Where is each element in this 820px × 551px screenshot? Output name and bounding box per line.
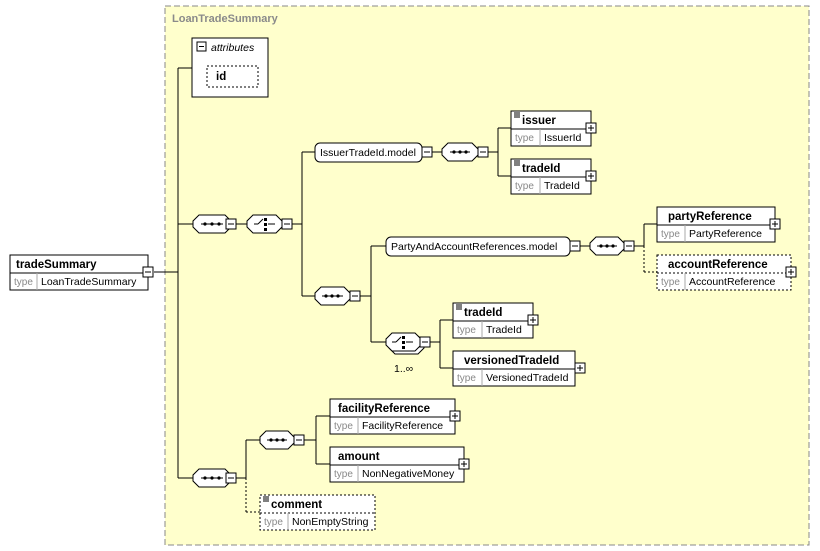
expand-icon[interactable] xyxy=(458,458,470,470)
sequence-compositor-6[interactable] xyxy=(259,430,305,450)
attribute-id: id xyxy=(216,71,226,83)
type-label: type xyxy=(334,421,353,432)
type-label: type xyxy=(661,229,680,240)
expand-icon[interactable] xyxy=(574,362,586,374)
element-type: TradeId xyxy=(486,324,522,336)
element-name: tradeId xyxy=(464,307,502,319)
element-name: accountReference xyxy=(668,259,768,271)
element-type: NonEmptyString xyxy=(292,516,369,528)
element-issuer[interactable]: issuer type IssuerId xyxy=(510,110,597,147)
type-label: type xyxy=(334,469,353,480)
expand-icon[interactable] xyxy=(769,218,781,230)
collapse-icon[interactable] xyxy=(196,41,207,52)
type-label: type xyxy=(264,517,283,528)
expand-icon[interactable] xyxy=(449,410,461,422)
type-label: type xyxy=(14,277,33,288)
element-type: TradeId xyxy=(544,180,580,192)
type-label: type xyxy=(661,277,680,288)
element-type: PartyReference xyxy=(689,228,762,240)
element-type: IssuerId xyxy=(544,132,582,144)
sequence-compositor-2[interactable] xyxy=(441,142,489,162)
element-name: comment xyxy=(271,499,322,511)
root-element-trade-summary[interactable]: tradeSummary type LoanTradeSummary xyxy=(9,254,154,291)
element-name: facilityReference xyxy=(338,403,430,415)
element-name: issuer xyxy=(522,115,556,127)
element-facility-reference[interactable]: facilityReference type FacilityReference xyxy=(329,398,461,435)
element-account-reference[interactable]: accountReference type AccountReference xyxy=(656,254,797,291)
element-name: versionedTradeId xyxy=(464,355,559,367)
issuer-tradeid-model[interactable]: IssuerTradeId.model xyxy=(314,142,433,163)
element-type: LoanTradeSummary xyxy=(41,276,137,288)
sequence-compositor-3[interactable] xyxy=(314,286,361,306)
type-label: type xyxy=(515,181,534,192)
expand-icon[interactable] xyxy=(785,266,797,278)
element-name: tradeSummary xyxy=(16,259,97,271)
element-amount[interactable]: amount type NonNegativeMoney xyxy=(329,446,470,483)
cardinality-label: 1..∞ xyxy=(394,363,413,375)
element-type: FacilityReference xyxy=(362,420,443,432)
type-label: type xyxy=(515,133,534,144)
element-party-reference[interactable]: partyReference type PartyReference xyxy=(656,206,781,243)
attributes-label: attributes xyxy=(211,42,255,54)
collapse-icon[interactable] xyxy=(142,266,154,278)
choice-compositor-2[interactable]: 1..∞ xyxy=(385,332,431,375)
element-type: NonNegativeMoney xyxy=(362,468,455,480)
party-account-references-model[interactable]: PartyAndAccountReferences.model xyxy=(385,236,581,257)
connector-lines xyxy=(154,67,657,513)
sequence-compositor-4[interactable] xyxy=(589,236,635,256)
choice-compositor-1[interactable] xyxy=(246,214,293,234)
model-name: PartyAndAccountReferences.model xyxy=(391,241,557,253)
type-label: type xyxy=(457,325,476,336)
element-type: VersionedTradeId xyxy=(486,372,569,384)
element-versioned-trade-id[interactable]: versionedTradeId type VersionedTradeId xyxy=(452,350,586,387)
expand-icon[interactable] xyxy=(585,170,597,182)
expand-icon[interactable] xyxy=(585,122,597,134)
element-trade-id-2[interactable]: tradeId type TradeId xyxy=(452,302,539,339)
element-trade-id-1[interactable]: tradeId type TradeId xyxy=(510,158,597,195)
attributes-box: attributes id xyxy=(191,37,269,98)
element-name: partyReference xyxy=(668,211,752,223)
type-label: type xyxy=(457,373,476,384)
attribute-id-box[interactable] xyxy=(206,65,259,88)
sequence-compositor-5[interactable] xyxy=(192,468,237,488)
element-type: AccountReference xyxy=(689,276,776,288)
element-comment[interactable]: comment type NonEmptyString xyxy=(259,494,376,531)
model-name: IssuerTradeId.model xyxy=(320,147,416,159)
sequence-compositor-1[interactable] xyxy=(192,214,237,234)
element-name: tradeId xyxy=(522,163,560,175)
expand-icon[interactable] xyxy=(527,314,539,326)
group-title: LoanTradeSummary xyxy=(172,13,279,25)
element-name: amount xyxy=(338,451,380,463)
